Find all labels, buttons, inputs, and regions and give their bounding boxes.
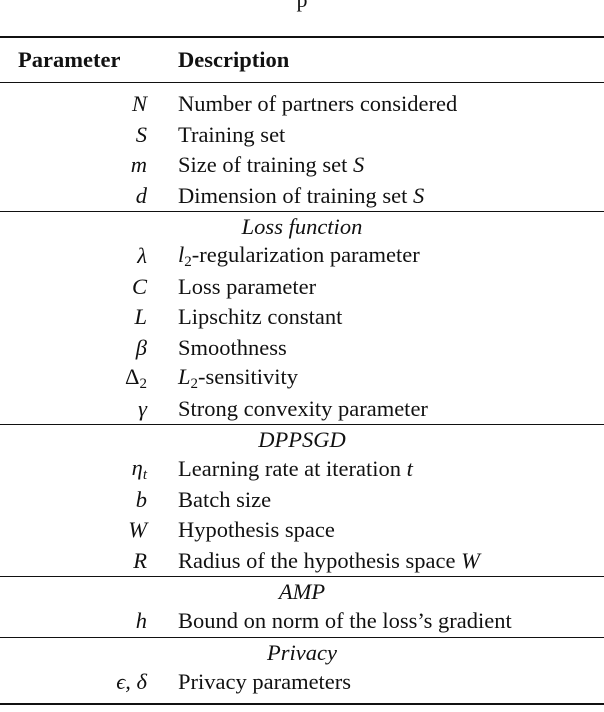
parameter-description: Bound on norm of the loss’s gradient [178,608,512,634]
section-rule [0,424,604,425]
table-row: Δ2 L2-sensitivity [0,363,604,394]
parameter-symbol: b [135,486,147,512]
table-row: S Training set [0,120,604,151]
section-rule [0,211,604,212]
caption-fragment: p [0,0,604,12]
section-title-loss: Loss function [241,214,363,239]
parameter-symbol: λ [137,243,147,269]
table-header-row: Parameter Description [0,38,604,82]
section-rule [0,636,604,638]
parameter-symbol: L [134,304,147,330]
parameter-symbol: ϵ, δ [116,668,147,694]
parameter-description: Number of partners considered [178,91,458,117]
section-title-dppsgd: DPPSGD [258,427,346,452]
header-rule [0,82,604,83]
bottom-rule [0,703,604,705]
table-row: γ Strong convexity parameter [0,394,604,425]
table-row: d Dimension of training set S [0,181,604,212]
top-rule [0,36,604,38]
parameter-symbol: ηt [131,454,147,483]
parameter-description: Batch size [178,486,272,512]
parameter-symbol: m [130,152,147,178]
table-row: W Hypothesis space [0,515,604,546]
parameter-symbol: h [135,608,147,634]
parameter-description: Radius of the hypothesis space W [178,547,480,573]
section-title-amp: AMP [278,579,326,604]
parameter-description: Strong convexity parameter [178,395,428,421]
parameter-description: Lipschitz constant [178,304,343,330]
parameter-symbol: R [133,547,147,573]
section-title-privacy: Privacy [267,639,337,665]
header-description: Description [178,47,290,72]
parameter-description: Privacy parameters [178,668,352,694]
parameter-symbol: β [135,334,147,360]
parameter-symbol: S [135,121,147,147]
parameter-table: Parameter Description N Number of partne… [0,36,604,705]
table-row: C Loss parameter [0,272,604,303]
parameter-description: Training set [178,121,286,147]
table-row: λ l2-regularization parameter [0,241,604,272]
parameter-description: Size of training set S [178,152,365,178]
parameter-description: l2-regularization parameter [178,241,420,270]
table-row: m Size of training set S [0,150,604,181]
parameter-description: Dimension of training set S [178,182,425,208]
parameter-symbol: d [135,182,147,208]
section-rule [0,576,604,577]
parameter-symbol: Δ2 [125,363,147,392]
parameter-symbol: γ [138,395,147,421]
table-row: R Radius of the hypothesis space W [0,546,604,577]
parameter-description: L2-sensitivity [178,363,299,392]
table-row: N Number of partners considered [0,89,604,120]
header-parameter: Parameter [18,47,121,72]
parameter-description: Loss parameter [178,273,317,299]
parameter-description: Hypothesis space [178,517,335,543]
parameter-symbol: C [131,273,147,299]
table-row: L Lipschitz constant [0,302,604,333]
table-row: ϵ, δ Privacy parameters [0,667,604,698]
table-row: b Batch size [0,485,604,516]
parameter-symbol: N [131,91,147,117]
parameter-description: Smoothness [178,334,287,360]
table-row: ηt Learning rate at iteration t [0,454,604,485]
table-row: h Bound on norm of the loss’s gradient [0,606,604,637]
table-row: β Smoothness [0,333,604,364]
parameter-symbol: W [128,517,147,543]
parameter-description: Learning rate at iteration t [178,456,413,482]
